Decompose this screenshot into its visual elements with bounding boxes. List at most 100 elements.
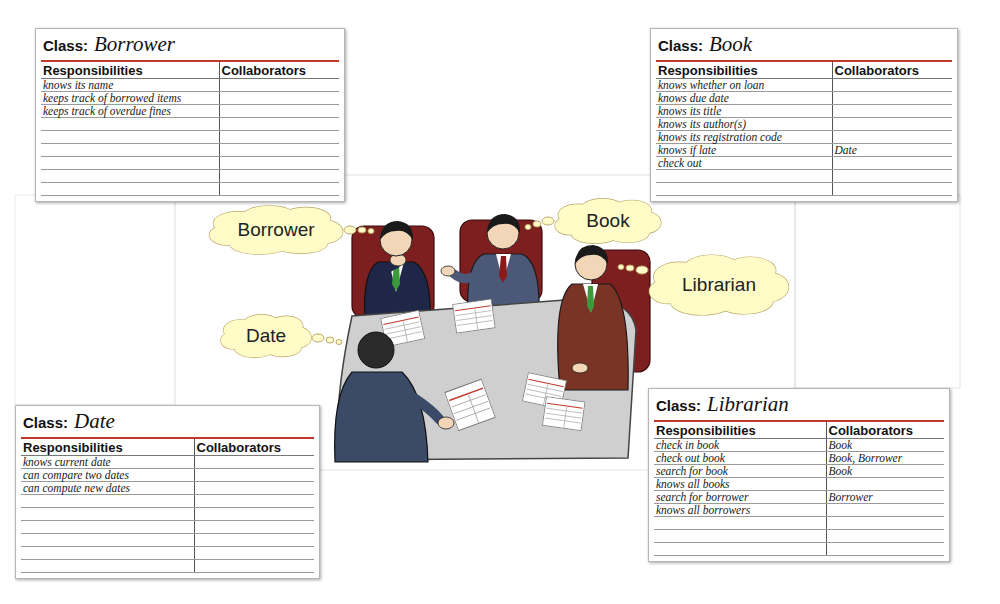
card-row: knows due date	[656, 92, 952, 105]
bubble-tail	[525, 225, 531, 230]
card-cell	[21, 547, 194, 560]
card-title: Class:Librarian	[654, 392, 944, 422]
card-row	[41, 170, 339, 183]
card-cell	[832, 131, 952, 144]
card-cell	[826, 504, 944, 517]
person-body	[558, 284, 628, 390]
card-row	[21, 521, 314, 534]
card-cell: Date	[832, 144, 952, 157]
tie	[587, 286, 594, 313]
bubble-tail	[358, 227, 366, 233]
card-cell: knows its author(s)	[656, 118, 832, 131]
card-cell: knows its registration code	[656, 131, 832, 144]
bubble-text: Borrower	[237, 219, 314, 241]
card-cell	[826, 517, 944, 530]
responsibility: knows its registration code	[658, 131, 782, 143]
header-cell: Responsibilities	[656, 62, 832, 79]
card-cell: knows its title	[656, 105, 832, 118]
card-cell	[219, 183, 339, 196]
card-cell: can compare two dates	[21, 469, 194, 482]
column-heading: Collaborators	[197, 440, 282, 455]
crc-card: Class:BorrowerResponsibilitiesCollaborat…	[35, 28, 345, 202]
class-name: Book	[709, 32, 752, 56]
responsibility: knows whether on loan	[658, 79, 764, 91]
header-row: ResponsibilitiesCollaborators	[654, 422, 944, 439]
person-body	[335, 372, 428, 462]
card-row: knows if lateDate	[656, 144, 952, 157]
tie	[499, 256, 507, 283]
card-cell: knows due date	[656, 92, 832, 105]
bubble-tail	[312, 334, 324, 342]
card-cell: check out book	[654, 452, 826, 465]
card-cell: Book	[826, 465, 944, 478]
column-heading: Collaborators	[835, 63, 920, 78]
header-cell: Responsibilities	[654, 422, 826, 439]
bubble-tail	[542, 217, 554, 225]
card-cell	[219, 131, 339, 144]
card-cell	[194, 495, 314, 508]
card-cell	[832, 170, 952, 183]
person-hair	[487, 214, 520, 233]
card-cell	[832, 118, 952, 131]
card-row	[41, 157, 339, 170]
card-row	[656, 170, 952, 183]
crc-table: ResponsibilitiesCollaboratorscheck in bo…	[654, 422, 944, 556]
responsibility: search for borrower	[656, 491, 748, 503]
person-arm	[372, 264, 396, 292]
responsibility: can compute new dates	[23, 482, 130, 494]
responsibility: knows its author(s)	[658, 118, 746, 130]
card-cell	[194, 521, 314, 534]
card-cell: knows current date	[21, 456, 194, 469]
cloud-lobe	[221, 332, 245, 350]
card-cell	[826, 543, 944, 556]
card-row	[41, 183, 339, 196]
card-row: can compare two dates	[21, 469, 314, 482]
header-cell: Collaborators	[832, 62, 952, 79]
responsibility: check out	[658, 157, 702, 169]
card-cell	[194, 469, 314, 482]
class-label: Class:	[656, 397, 701, 414]
responsibility: knows all books	[656, 478, 729, 490]
thought-bubble: Librarian	[648, 254, 790, 316]
card-row: keeps track of borrowed items	[41, 92, 339, 105]
person-hand	[572, 363, 588, 373]
card-cell: check in book	[654, 439, 826, 452]
bubble-text: Librarian	[682, 274, 756, 296]
thought-bubble: Book	[554, 198, 662, 244]
card-row: check in bookBook	[654, 439, 944, 452]
card-row: can compute new dates	[21, 482, 314, 495]
card-cell	[219, 170, 339, 183]
card-cell	[654, 543, 826, 556]
card-cell	[219, 157, 339, 170]
card-row: search for borrower Borrower	[654, 491, 944, 504]
bubble-tail	[626, 265, 634, 271]
card-row: check out	[656, 157, 952, 170]
column-heading: Collaborators	[829, 423, 914, 438]
card-cell: knows all borrowers	[654, 504, 826, 517]
panel-frame	[15, 195, 175, 405]
class-name: Date	[74, 409, 115, 433]
cloud-lobe	[221, 332, 245, 350]
card-cell	[194, 560, 314, 573]
card-cell: Borrower	[826, 491, 944, 504]
card-cell	[826, 530, 944, 543]
card-cell	[832, 92, 952, 105]
column-heading: Responsibilities	[23, 440, 123, 455]
crc-card: Class:LibrarianResponsibilitiesCollabora…	[648, 388, 950, 562]
person-hair	[575, 245, 608, 264]
responsibility: keeps track of borrowed items	[43, 92, 181, 104]
crc-table: ResponsibilitiesCollaborators knows wheth…	[656, 62, 952, 196]
card-cell: knows if late	[656, 144, 832, 157]
bubble-tail	[618, 265, 624, 270]
card-cell	[41, 170, 219, 183]
card-cell	[41, 144, 219, 157]
card-title: Class:Book	[656, 32, 952, 62]
card-cell	[219, 79, 339, 92]
cloud-lobe	[649, 279, 686, 304]
card-cell	[21, 521, 194, 534]
responsibility: knows due date	[658, 92, 729, 104]
bubble-tail	[336, 340, 342, 345]
bubble-tail	[636, 266, 648, 274]
card-row	[21, 560, 314, 573]
